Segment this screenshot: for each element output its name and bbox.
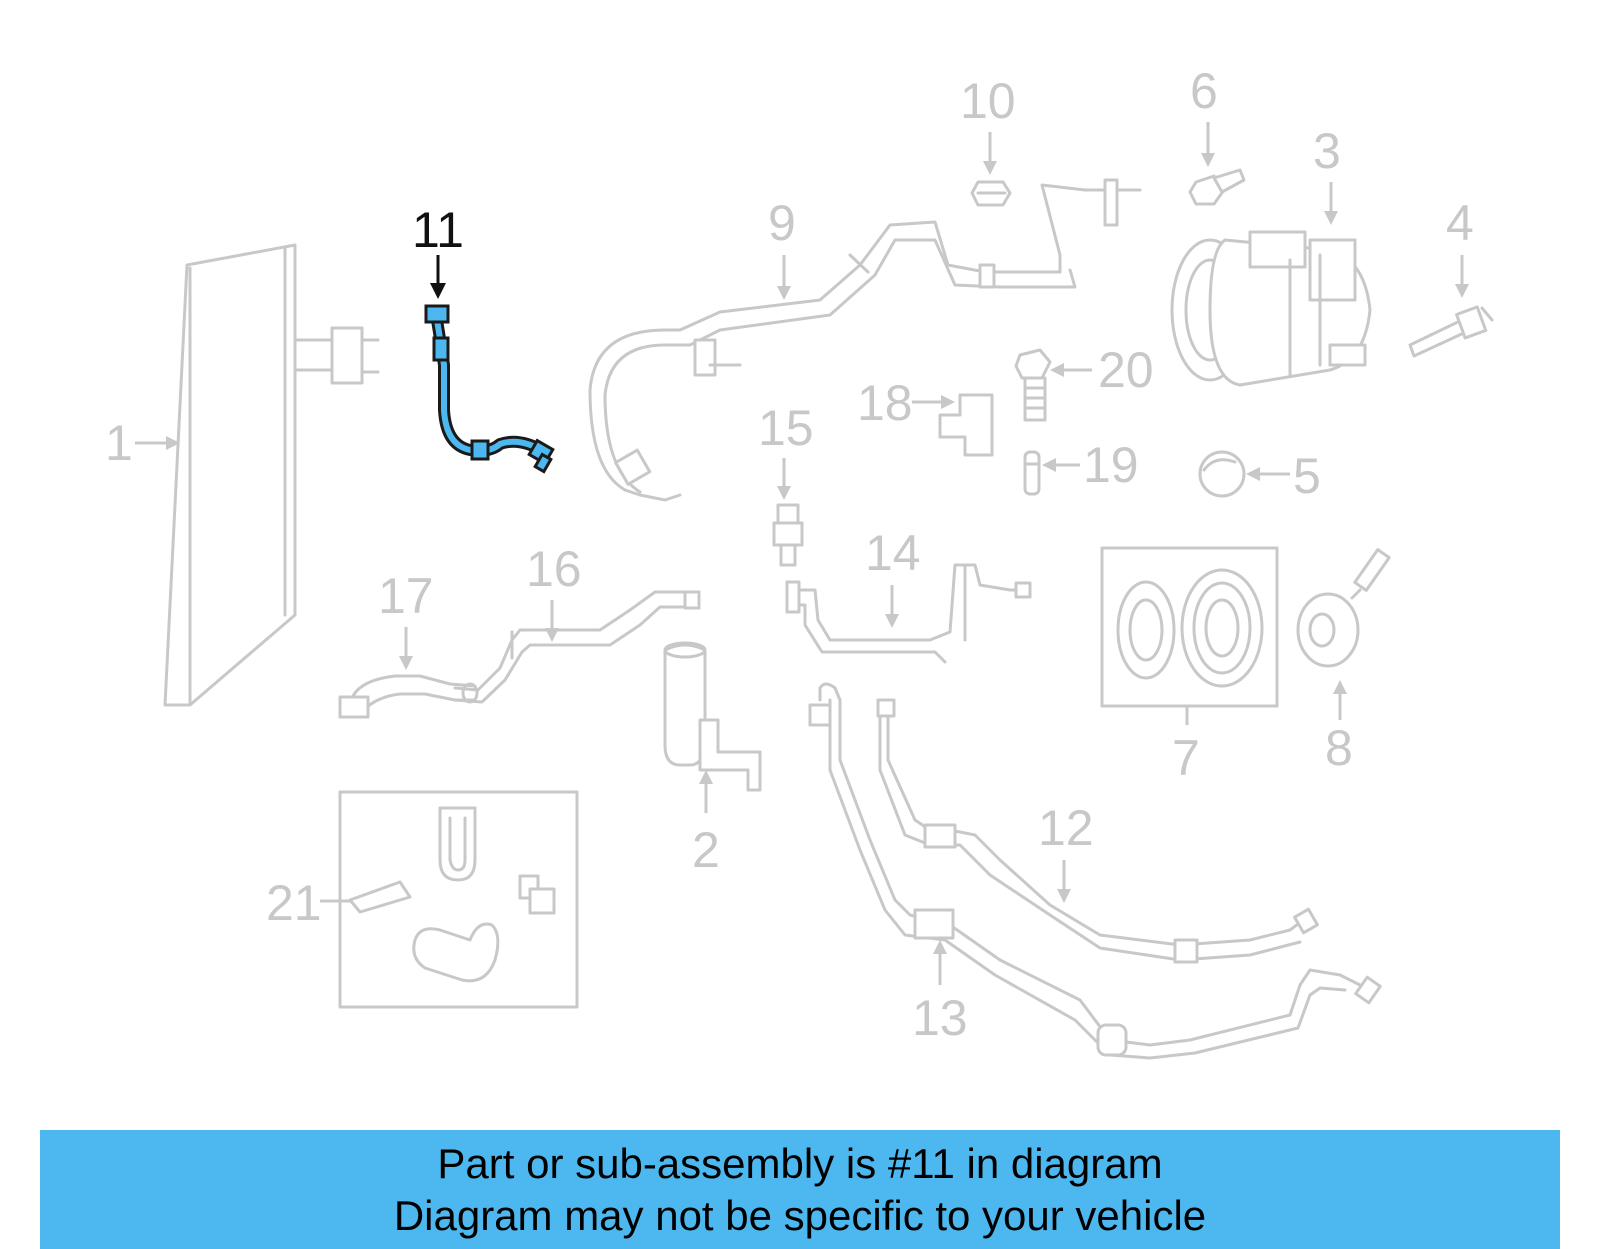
svg-text:6: 6 [1190,63,1218,119]
svg-text:21: 21 [266,875,322,931]
part-12-line [876,698,1319,964]
info-banner: Part or sub-assembly is #11 in diagram D… [40,1130,1560,1249]
part-2-drier [663,641,762,792]
callout-1: 1 [105,415,180,471]
part-5-cap [1198,450,1246,498]
part-6-bolt [1188,168,1246,206]
part-4-sensor [1408,305,1494,358]
part-15-switch [772,503,804,567]
svg-text:4: 4 [1446,195,1474,251]
svg-text:1: 1 [105,415,133,471]
callout-8: 8 [1325,680,1353,776]
part-3-compressor [1170,230,1372,387]
part-11-ac-hose [424,304,555,474]
callout-6: 6 [1190,63,1218,167]
svg-text:20: 20 [1098,342,1154,398]
callout-13: 13 [912,940,968,1046]
part-9-line [588,178,1142,502]
callout-14: 14 [865,525,921,628]
callout-7: 7 [1172,706,1200,786]
svg-text:18: 18 [857,375,913,431]
part-21-seal-kit [338,790,579,1009]
callout-5: 5 [1246,448,1321,504]
svg-text:16: 16 [526,541,582,597]
part-20-bolt [1014,348,1052,422]
banner-line-1: Part or sub-assembly is #11 in diagram [437,1140,1163,1187]
part-14-line [785,563,1032,664]
part-19-pin [1023,450,1041,496]
callout-9: 9 [768,195,796,300]
svg-text:7: 7 [1172,730,1200,786]
callout-21: 21 [266,875,350,931]
svg-text:19: 19 [1083,437,1139,493]
svg-text:15: 15 [758,400,814,456]
banner-line-2: Diagram may not be specific to your vehi… [393,1192,1207,1239]
callout-11: 11 [412,202,464,299]
svg-text:13: 13 [912,990,968,1046]
part-10-cap [970,180,1012,207]
svg-text:11: 11 [412,202,464,258]
callout-3: 3 [1313,123,1341,225]
svg-text:8: 8 [1325,720,1353,776]
callout-4: 4 [1446,195,1474,298]
part-1-condenser [163,243,380,707]
svg-text:17: 17 [378,568,434,624]
svg-text:14: 14 [865,525,921,581]
part-7-clutch-kit [1100,546,1279,708]
callout-18: 18 [857,375,955,431]
part-17-line [338,674,479,719]
part-18-bracket [938,393,994,457]
callout-20: 20 [1050,342,1154,398]
svg-text:9: 9 [768,195,796,251]
callout-10: 10 [960,73,1016,175]
callout-17: 17 [378,568,434,670]
part-13-line [808,682,1382,1060]
callout-15: 15 [758,400,814,500]
callout-19: 19 [1042,437,1139,493]
callout-12: 12 [1038,800,1094,903]
svg-text:10: 10 [960,73,1016,129]
part-16-line [453,590,701,704]
part-8-coil [1296,548,1391,668]
svg-text:5: 5 [1293,448,1321,504]
callout-2: 2 [692,770,720,878]
svg-text:12: 12 [1038,800,1094,856]
svg-text:2: 2 [692,822,720,878]
callout-16: 16 [526,541,582,642]
svg-text:3: 3 [1313,123,1341,179]
